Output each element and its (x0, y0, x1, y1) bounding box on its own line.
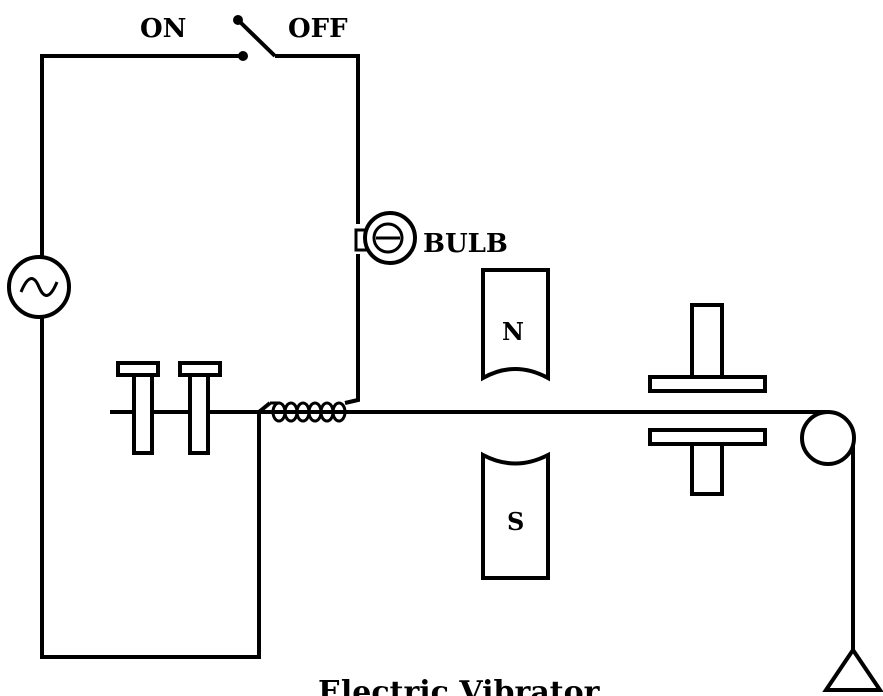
clamp-lower-post (690, 442, 724, 496)
bulb-to-coil-wire (344, 254, 360, 405)
switch-lever (236, 18, 277, 58)
north-pole (481, 268, 550, 382)
pulley (800, 410, 856, 466)
coil (270, 401, 347, 423)
circuit-wires (40, 54, 855, 659)
south-pole-label: S (507, 507, 524, 536)
left-loop-wire (40, 54, 272, 659)
magnet (481, 268, 550, 580)
sine-wave-icon (19, 277, 59, 297)
bulb (354, 211, 417, 265)
clamp-upper-plate (648, 375, 767, 393)
clamp-upper-post (690, 303, 724, 379)
bulb-label: BULB (423, 229, 508, 259)
north-pole-label: N (502, 317, 524, 346)
switch-off-label: OFF (288, 14, 348, 44)
switch (233, 15, 277, 61)
coil-turn (331, 401, 347, 423)
switch-terminal (238, 51, 248, 61)
bulb-filament-ring (372, 222, 404, 254)
switch-to-bulb-wire (275, 54, 360, 224)
diagram-caption: Electric Vibrator (318, 675, 601, 696)
contact-screws (116, 361, 222, 455)
switch-on-label: ON (140, 14, 186, 44)
clamp (648, 303, 767, 496)
weight (822, 646, 883, 692)
screw-1-shank (132, 373, 154, 455)
screw-2-shank (188, 373, 210, 455)
ac-source (7, 255, 71, 319)
clamp-lower-plate (648, 428, 767, 446)
south-pole (481, 451, 550, 580)
